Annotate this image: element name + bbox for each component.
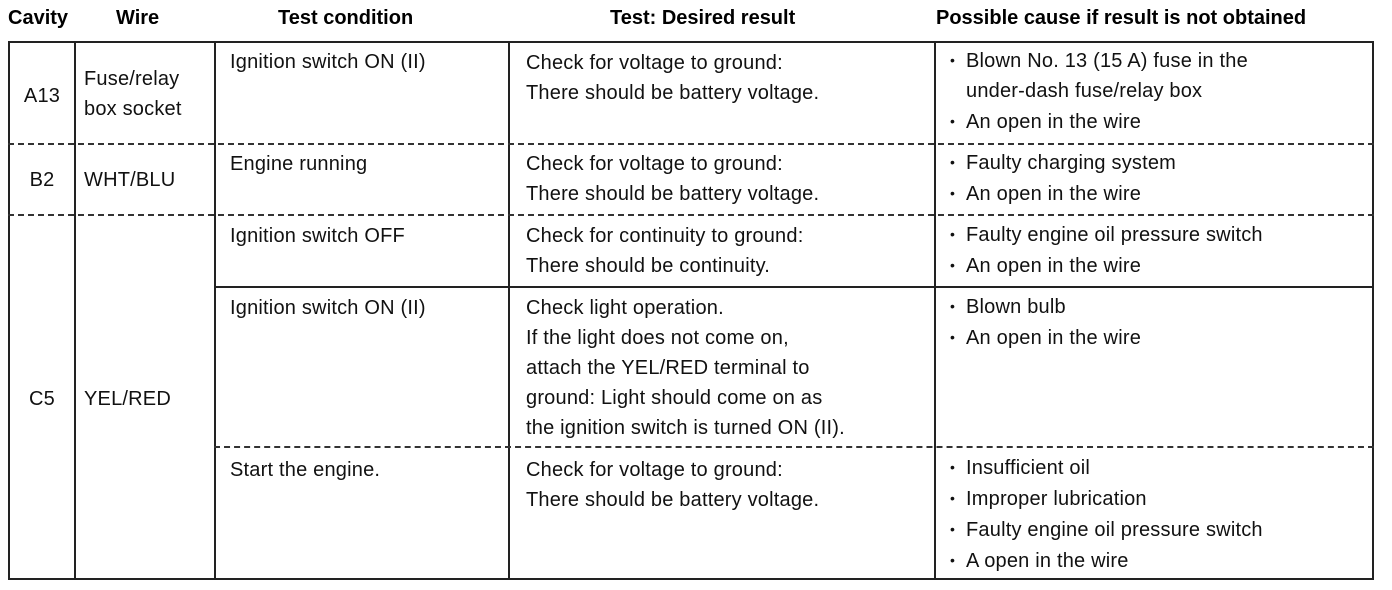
result-line: Check light operation. — [526, 297, 724, 319]
result-cell: Check for voltage to ground: There shoul… — [526, 149, 819, 209]
result-line: If the light does not come on, — [526, 327, 789, 349]
cause-item: A open in the wire — [950, 545, 1263, 576]
table-frame — [8, 41, 1374, 580]
row-divider — [8, 143, 1374, 145]
column-divider — [508, 41, 510, 580]
cavity-cell: A13 — [23, 85, 61, 107]
cause-item: Faulty charging system — [950, 147, 1176, 178]
cause-item: An open in the wire — [950, 106, 1248, 137]
column-divider — [934, 41, 936, 580]
wire-cell: WHT/BLU — [84, 169, 176, 191]
result-line: Check for voltage to ground: — [526, 52, 783, 74]
cause-item: Blown bulb — [950, 291, 1141, 322]
condition-cell: Ignition switch OFF — [230, 225, 405, 247]
result-line: There should be battery voltage. — [526, 489, 820, 511]
wire-line: box socket — [84, 98, 182, 120]
cause-item: Faulty engine oil pressure switch — [950, 514, 1263, 545]
result-cell: Check for continuity to ground: There sh… — [526, 221, 803, 281]
result-line: There should be continuity. — [526, 255, 771, 277]
header-cavity: Cavity — [8, 7, 69, 29]
cause-item: Improper lubrication — [950, 483, 1263, 514]
header-desired-result: Test: Desired result — [610, 7, 796, 29]
result-line: Check for voltage to ground: — [526, 153, 783, 175]
result-cell: Check for voltage to ground: There shoul… — [526, 455, 819, 515]
result-cell: Check for voltage to ground: There shoul… — [526, 48, 819, 108]
column-divider — [74, 41, 76, 580]
row-divider — [8, 214, 1374, 216]
cause-item: An open in the wire — [950, 322, 1141, 353]
condition-cell: Ignition switch ON (II) — [230, 297, 426, 319]
result-line: There should be battery voltage. — [526, 82, 820, 104]
wire-cell: YEL/RED — [84, 388, 171, 410]
row-divider — [214, 446, 1374, 448]
cause-item: An open in the wire — [950, 250, 1263, 281]
condition-cell: Engine running — [230, 153, 368, 175]
cause-item: Blown No. 13 (15 A) fuse in the — [950, 45, 1248, 76]
column-divider — [214, 41, 216, 580]
cause-cell: Insufficient oil Improper lubrication Fa… — [950, 452, 1263, 576]
condition-cell: Ignition switch ON (II) — [230, 51, 426, 73]
cause-cell: Blown No. 13 (15 A) fuse in the under-da… — [950, 45, 1248, 137]
cavity-cell: B2 — [29, 169, 55, 191]
wire-line: Fuse/relay — [84, 68, 180, 90]
cause-cell: Blown bulb An open in the wire — [950, 291, 1141, 353]
result-line: Check for continuity to ground: — [526, 225, 804, 247]
cause-cell: Faulty charging system An open in the wi… — [950, 147, 1176, 209]
header-test-condition: Test condition — [278, 7, 414, 29]
result-line: There should be battery voltage. — [526, 183, 820, 205]
cause-item-continued: under-dash fuse/relay box — [966, 80, 1203, 102]
result-line: Check for voltage to ground: — [526, 459, 783, 481]
result-line: the ignition switch is turned ON (II). — [526, 417, 845, 439]
wire-cell: Fuse/relay box socket — [84, 64, 182, 124]
row-divider — [214, 286, 1374, 288]
cause-item: An open in the wire — [950, 178, 1176, 209]
cause-cell: Faulty engine oil pressure switch An ope… — [950, 219, 1263, 281]
result-line: attach the YEL/RED terminal to — [526, 357, 810, 379]
result-line: ground: Light should come on as — [526, 387, 823, 409]
result-cell: Check light operation. If the light does… — [526, 293, 845, 443]
cavity-cell: C5 — [29, 388, 55, 410]
header-wire: Wire — [116, 7, 160, 29]
cause-item: Insufficient oil — [950, 452, 1263, 483]
header-possible-cause: Possible cause if result is not obtained — [936, 7, 1307, 29]
cause-item: Faulty engine oil pressure switch — [950, 219, 1263, 250]
condition-cell: Start the engine. — [230, 459, 381, 481]
